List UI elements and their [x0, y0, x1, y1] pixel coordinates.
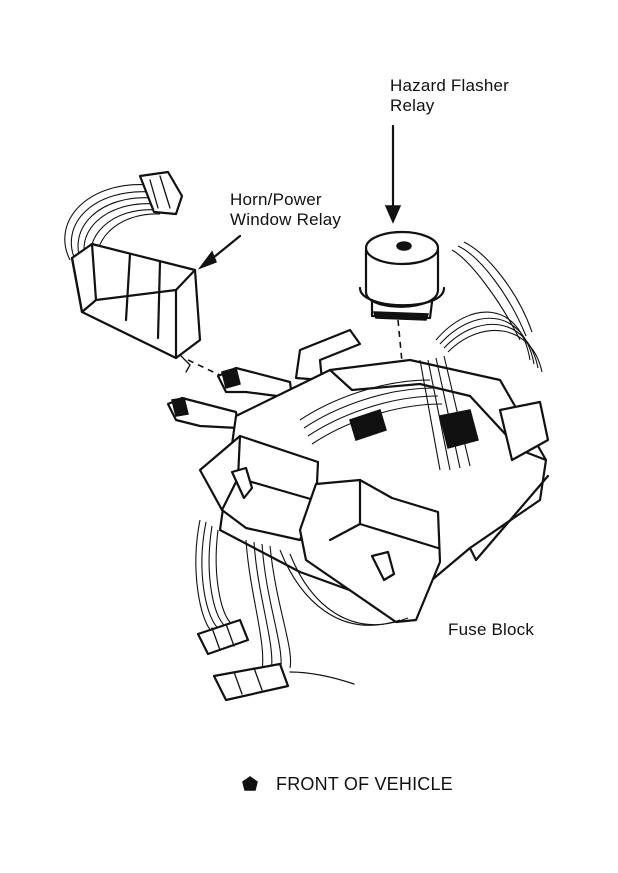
- hazard-label-line1: Hazard Flasher: [390, 76, 510, 95]
- wire-harness: [195, 241, 543, 685]
- hazard-label-line2: Relay: [390, 96, 435, 115]
- horn-leader-arrow: [197, 234, 242, 270]
- fuse-block-label: Fuse Block: [448, 620, 535, 639]
- horn-label-line2: Window Relay: [230, 210, 342, 229]
- hazard-flasher-relay: [358, 230, 446, 321]
- flasher-guide-line: [397, 319, 403, 363]
- horn-power-window-relay: [64, 170, 202, 373]
- harness-tape-ends: [196, 618, 290, 702]
- horn-label-line1: Horn/Power: [230, 190, 322, 209]
- front-of-vehicle-label: FRONT OF VEHICLE: [276, 774, 453, 794]
- relay-terminals: [166, 328, 362, 430]
- hazard-leader-arrow: [384, 124, 402, 224]
- fuse-block-body: [198, 358, 550, 624]
- horn-power-window-relay-label: Horn/Power Window Relay: [230, 190, 341, 230]
- hazard-flasher-relay-label: Hazard Flasher Relay: [390, 76, 509, 116]
- front-marker-icon: [242, 776, 258, 791]
